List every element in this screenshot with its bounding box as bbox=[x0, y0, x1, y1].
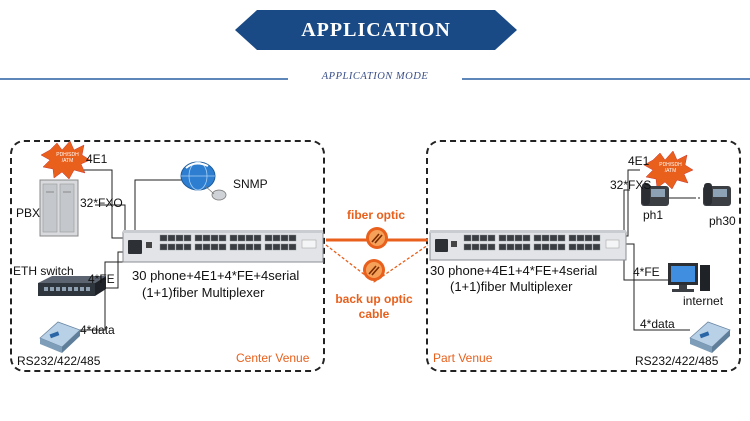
part-pdh-burst-text: PDH/SDH /ATM bbox=[659, 162, 682, 174]
part-pdh-burst-icon bbox=[643, 150, 694, 190]
pbx-icon bbox=[39, 179, 79, 237]
eth-switch-icon bbox=[38, 276, 106, 296]
internet-label: internet bbox=[683, 294, 724, 308]
part-serial-label: RS232/422/485 bbox=[635, 354, 719, 368]
part-fe-label: 4*FE bbox=[633, 265, 660, 279]
backup-fiber-icon bbox=[363, 259, 385, 281]
part-data-label: 4*data bbox=[640, 317, 675, 331]
part-mux-caption-line2: (1+1)fiber Multiplexer bbox=[450, 279, 573, 294]
header-banner bbox=[235, 10, 517, 50]
eth-switch-label: ETH switch bbox=[13, 264, 74, 278]
fxs-label: 32*FXS bbox=[610, 178, 652, 192]
center-mux-caption-line1: 30 phone+4E1+4*FE+4serial bbox=[132, 268, 300, 283]
snmp-label: SNMP bbox=[233, 177, 268, 191]
page-subtitle: APPLICATION MODE bbox=[321, 71, 429, 82]
fxo-label: 32*FXO bbox=[80, 196, 123, 210]
fiber-icon bbox=[366, 227, 388, 249]
backup-cable-label-line1: back up optic bbox=[335, 292, 413, 306]
part-multiplexer-icon bbox=[429, 230, 627, 261]
center-mux-caption-line2: (1+1)fiber Multiplexer bbox=[142, 285, 265, 300]
center-fe-label: 4*FE bbox=[88, 272, 115, 286]
backup-cable-label-line2: cable bbox=[358, 307, 390, 321]
page-title: APPLICATION bbox=[301, 19, 451, 41]
part-e1-label: 4E1 bbox=[628, 154, 650, 168]
center-venue-name: Center Venue bbox=[236, 351, 310, 365]
center-pdh-burst-icon bbox=[40, 140, 91, 180]
ph1-label: ph1 bbox=[643, 208, 664, 222]
center-e1-label: 4E1 bbox=[86, 152, 108, 166]
phone-ph1-icon bbox=[641, 183, 669, 206]
pbx-label: PBX bbox=[16, 206, 41, 220]
center-serial-label: RS232/422/485 bbox=[17, 354, 101, 368]
fiber-optic-label: fiber optic bbox=[346, 208, 405, 222]
part-serial-converter-icon bbox=[689, 321, 731, 353]
center-serial-converter-icon bbox=[39, 321, 81, 353]
part-venue-frame bbox=[426, 140, 741, 372]
part-mux-caption-line1: 30 phone+4E1+4*FE+4serial bbox=[430, 263, 598, 278]
part-venue-name: Part Venue bbox=[433, 351, 493, 365]
center-multiplexer-icon bbox=[122, 230, 324, 263]
snmp-globe-icon bbox=[180, 161, 227, 201]
center-data-label: 4*data bbox=[80, 323, 115, 337]
center-pdh-burst-text: PDH/SDH /ATM bbox=[56, 152, 79, 164]
center-rj-port-grid bbox=[159, 234, 297, 251]
part-rj-port-grid bbox=[463, 234, 601, 251]
phone-ph30-icon bbox=[703, 183, 731, 206]
ph30-label: ph30 bbox=[709, 214, 736, 228]
internet-computer-icon bbox=[668, 263, 710, 292]
center-venue-frame bbox=[10, 140, 325, 372]
